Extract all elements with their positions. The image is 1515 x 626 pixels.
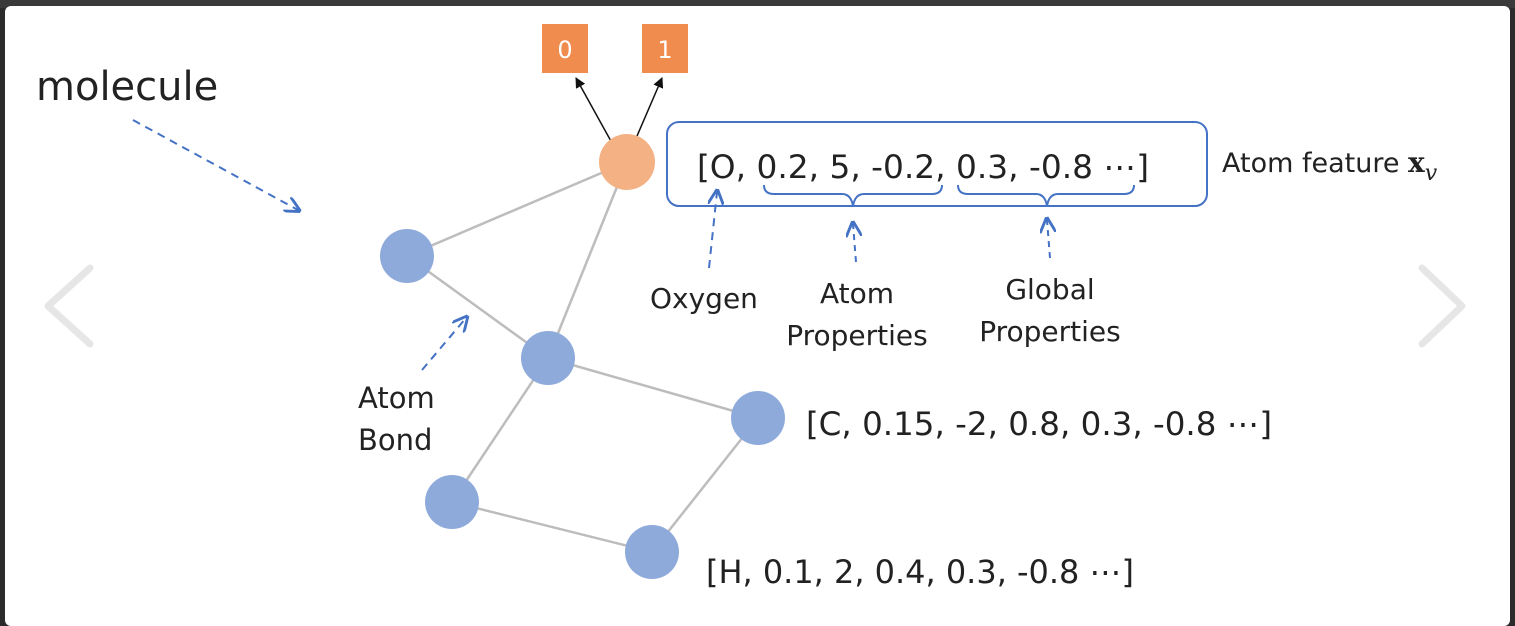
atom-oxygen-node xyxy=(599,134,655,190)
feature-box xyxy=(666,121,1208,207)
bond-label-line2: Bond xyxy=(358,423,432,457)
atom-props-pointer-arrow xyxy=(853,224,856,263)
global-properties-label-line2: Properties xyxy=(979,315,1121,348)
output-box-0: 0 xyxy=(542,24,588,73)
bond-b-d xyxy=(450,357,550,503)
bond-label-line1: Atom xyxy=(358,381,435,415)
oxygen-feature-vector: [O, 0.2, 5, -0.2, 0.3, -0.8 ⋯] xyxy=(697,148,1149,186)
global-properties-label-line1: Global xyxy=(1005,273,1094,306)
bond-d-e xyxy=(451,500,653,554)
next-slide-button[interactable] xyxy=(1410,255,1480,355)
atom-node-b xyxy=(521,331,575,385)
brace-atom-properties xyxy=(763,184,943,207)
atom-node-a xyxy=(380,229,434,283)
atom-properties-label-line1: Atom xyxy=(820,277,894,310)
hydrogen-feature-vector: [H, 0.1, 2, 0.4, 0.3, -0.8 ⋯] xyxy=(706,553,1134,591)
oxygen-label: Oxygen xyxy=(650,282,758,315)
atom-node-c xyxy=(731,391,785,445)
top-strip xyxy=(0,0,1515,8)
atom-feature-text: Atom feature xyxy=(1222,148,1408,179)
bond-o-b xyxy=(546,161,629,359)
atom-feature-label: Atom feature xv xyxy=(1222,146,1438,186)
brace-global-properties xyxy=(957,184,1135,207)
global-props-pointer-arrow xyxy=(1047,220,1050,259)
atom-properties-label-line2: Properties xyxy=(786,319,928,352)
atom-feature-subscript: v xyxy=(1425,161,1438,186)
output-label-1: 1 xyxy=(657,36,672,64)
slide-title: molecule xyxy=(36,64,218,110)
output-arrow-0 xyxy=(575,77,613,144)
output-label-0: 0 xyxy=(557,36,572,64)
chevron-right-icon xyxy=(1418,264,1466,348)
title-pointer-arrow xyxy=(132,119,298,210)
bond-o-a xyxy=(406,160,628,258)
bond-c-e xyxy=(651,417,759,553)
bond-b-c xyxy=(547,356,759,420)
chevron-left-icon xyxy=(44,264,94,348)
bond-pointer-arrow xyxy=(421,318,466,371)
atom-node-d xyxy=(425,475,479,529)
slide-canvas xyxy=(5,6,1510,626)
output-box-1: 1 xyxy=(642,24,688,73)
carbon-feature-vector: [C, 0.15, -2, 0.8, 0.3, -0.8 ⋯] xyxy=(806,405,1272,443)
atom-feature-symbol: x xyxy=(1408,146,1425,179)
atom-node-e xyxy=(625,525,679,579)
bonds xyxy=(406,160,759,554)
prev-slide-button[interactable] xyxy=(30,255,100,355)
bond-a-b xyxy=(406,254,549,360)
output-arrow-1 xyxy=(633,77,664,144)
oxygen-pointer-arrow xyxy=(709,192,717,269)
